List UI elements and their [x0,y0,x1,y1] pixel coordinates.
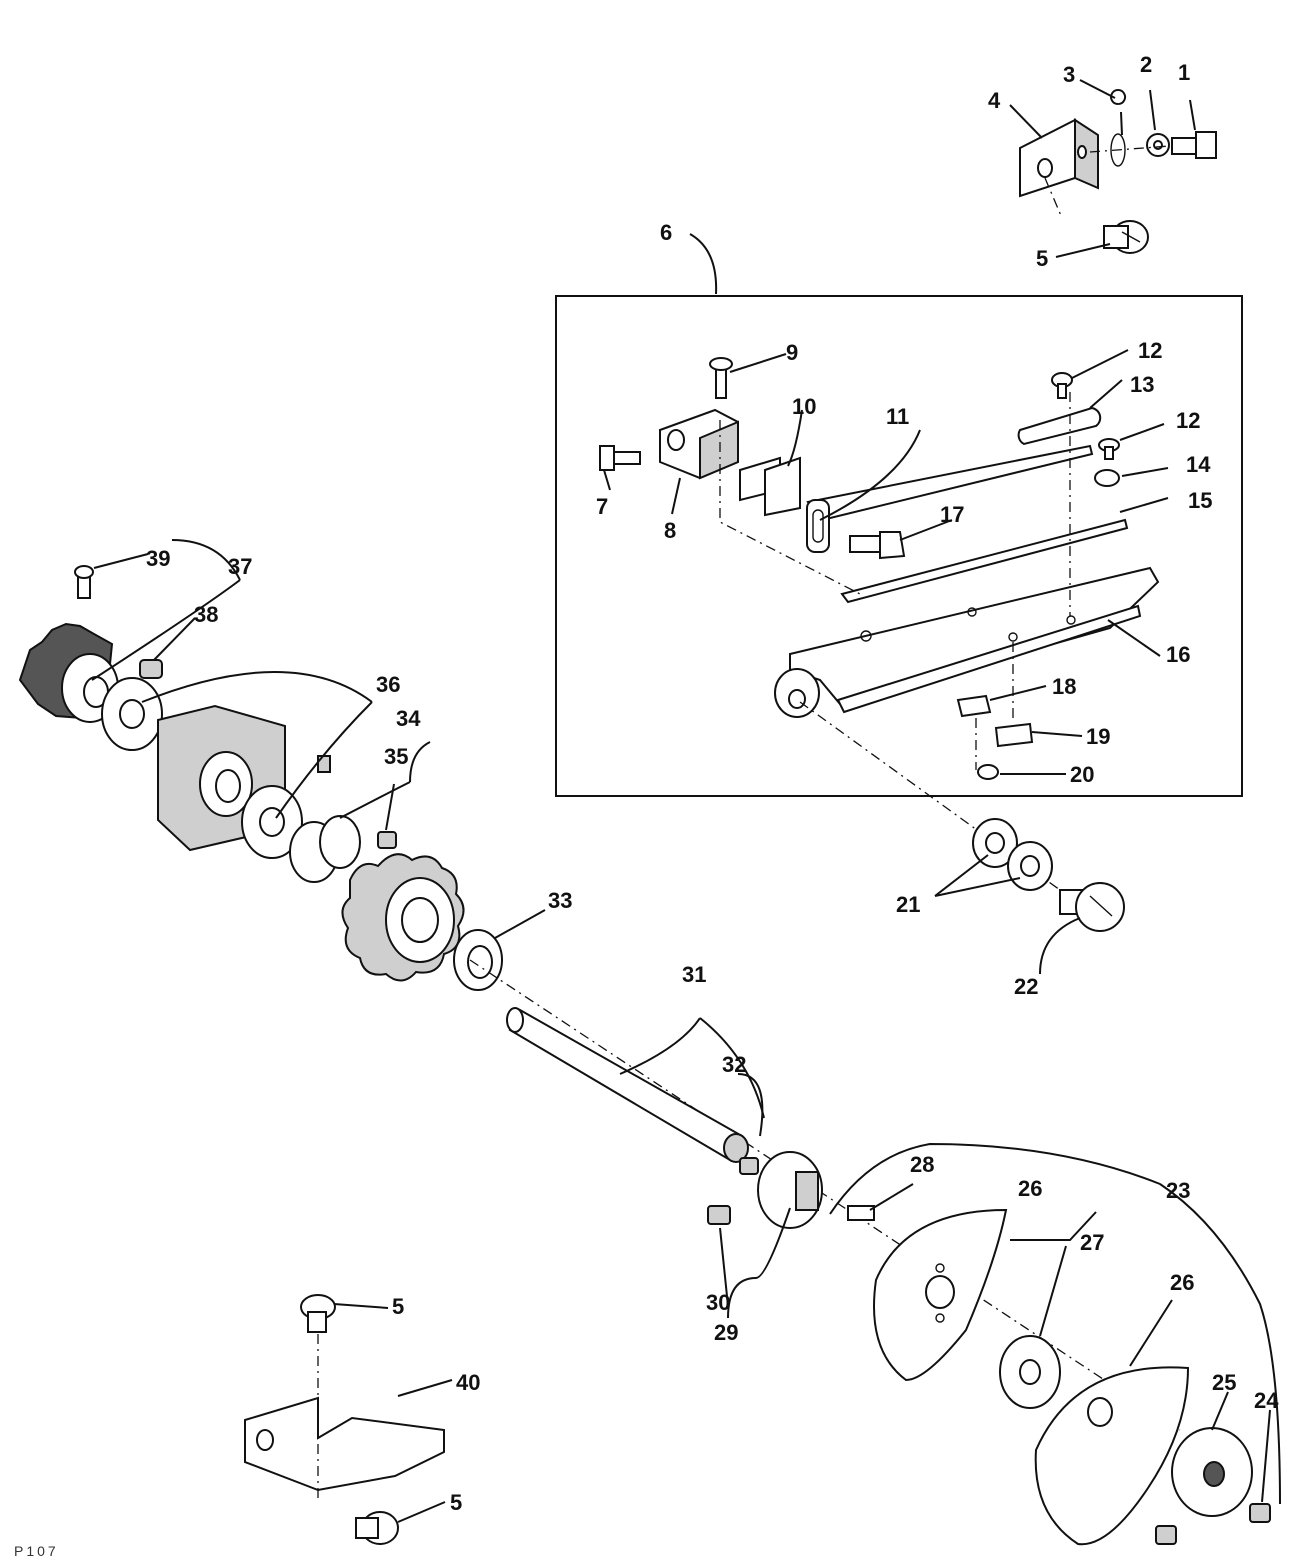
callout-11: 11 [886,404,909,429]
callout-6: 6 [660,220,672,245]
gear-and-bearing-group [18,565,503,991]
callout-26-upper: 26 [1018,1176,1042,1201]
callout-5-mid: 5 [392,1294,404,1319]
callout-26-lower: 26 [1170,1270,1194,1295]
callout-10: 10 [792,394,816,419]
callout-9: 9 [786,340,798,365]
callout-4: 4 [988,88,1001,113]
callout-36: 36 [376,672,400,697]
bracket-assembly-top [1019,89,1217,254]
callout-13: 13 [1130,372,1154,397]
callout-30: 30 [706,1290,730,1315]
main-shaft-group [469,959,1181,1431]
callout-38: 38 [194,602,218,627]
callout-15: 15 [1188,488,1212,513]
callout-14: 14 [1186,452,1211,477]
callout-24: 24 [1254,1388,1279,1413]
callout-29: 29 [714,1320,738,1345]
callout-20: 20 [1070,762,1094,787]
callout-5-bottom: 5 [450,1490,462,1515]
callout-28: 28 [910,1152,934,1177]
callout-37: 37 [228,554,252,579]
callout-39: 39 [146,546,170,571]
callout-27: 27 [1080,1230,1104,1255]
callout-21: 21 [896,892,920,917]
callout-12-upper: 12 [1138,338,1162,363]
callout-25: 25 [1212,1370,1236,1395]
callout-17: 17 [940,502,964,527]
callout-22: 22 [1014,974,1038,999]
callout-40: 40 [456,1370,480,1395]
callout-5-top: 5 [1036,246,1048,271]
callout-3: 3 [1063,62,1075,87]
callout-33: 33 [548,888,572,913]
leader-lines [91,79,1281,1523]
callout-35: 35 [384,744,408,769]
callout-19: 19 [1086,724,1110,749]
callout-7: 7 [596,494,608,519]
callout-labels: 1 2 3 4 5 6 7 8 9 10 11 12 12 13 14 15 1… [146,52,1279,1515]
callout-2: 2 [1140,52,1152,77]
callout-18: 18 [1052,674,1076,699]
callout-8: 8 [664,518,676,543]
bracket-40 [244,1294,445,1545]
callout-34: 34 [396,706,421,731]
feed-assembly-box [555,295,1243,797]
callout-16: 16 [1166,642,1190,667]
callout-12-lower: 12 [1176,408,1200,433]
callout-23: 23 [1166,1178,1190,1203]
callout-1: 1 [1178,60,1190,85]
callout-31: 31 [682,962,706,987]
callout-32: 32 [722,1052,746,1077]
cam-disc-assembly [847,1205,1271,1546]
footer-code: P107 [14,1543,59,1559]
